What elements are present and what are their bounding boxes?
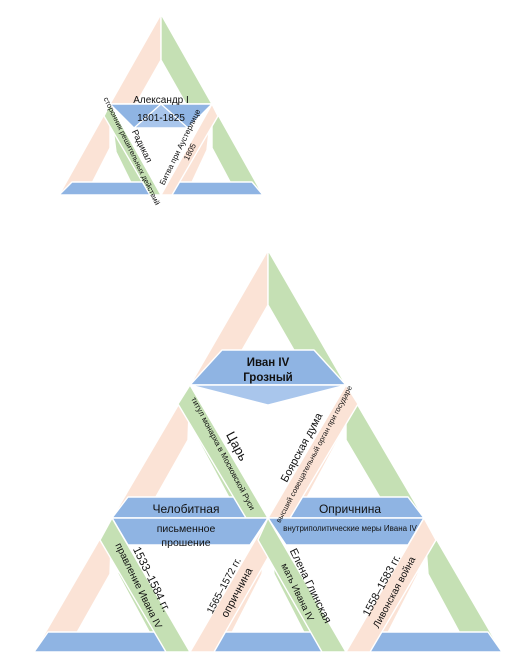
large-ml-hole xyxy=(163,442,217,491)
small-centre-right xyxy=(160,103,219,196)
small-centre-left xyxy=(103,103,162,196)
large-b2-hole xyxy=(243,578,293,625)
large-elena-strip xyxy=(257,517,347,653)
large-petition-definition-2: прошение xyxy=(161,537,210,549)
large-top-band-lower xyxy=(189,384,347,406)
large-top-center-line1: Иван IV xyxy=(247,357,290,369)
small-center-name: Александр I xyxy=(133,95,189,106)
large-livonian-strip xyxy=(345,517,437,653)
large-petition-title: Челобитная xyxy=(153,502,220,516)
large-oprichnina-definition: внутриполитические меры Ивана IV xyxy=(283,524,417,533)
large-triangle-puzzle: Иван IV Грозный Царь титул монарха в Мос… xyxy=(33,249,503,653)
large-reign-strip xyxy=(99,517,191,653)
small-center-band-lower xyxy=(133,103,189,129)
large-top-center-line2: Грозный xyxy=(243,372,293,384)
large-b1-hole xyxy=(85,576,139,625)
large-oprichnina-title: Опричнина xyxy=(319,502,381,516)
large-petition-definition: письменное xyxy=(157,523,216,535)
small-triangle-puzzle: Александр I 1801-1825 Радикал сторонник … xyxy=(58,13,264,207)
small-center-years: 1801-1825 xyxy=(137,113,185,124)
large-b3-hole xyxy=(397,576,451,625)
large-mr-hole xyxy=(319,442,373,491)
small-top-hole xyxy=(145,60,177,91)
